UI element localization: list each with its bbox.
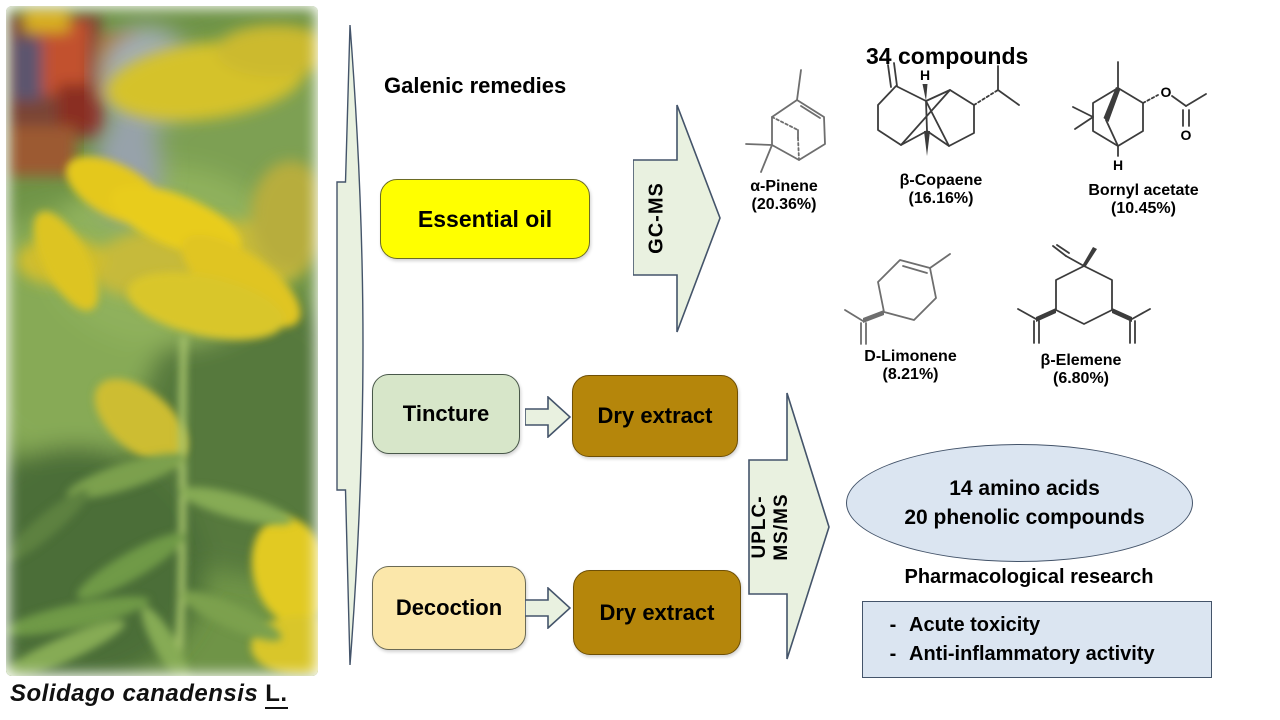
compound-beta-elemene: β-Elemene (6.80%) (1000, 244, 1162, 388)
bullet-acute-toxicity: - Acute toxicity (863, 613, 1211, 638)
galenic-remedies-heading: Galenic remedies (384, 73, 567, 98)
compound-name: Bornyl acetate (1088, 182, 1199, 199)
hydrogen-atom-label: H (920, 67, 930, 83)
oxygen-atom-label: O (1181, 127, 1192, 143)
compound-percent: (8.21%) (882, 366, 939, 383)
compound-name: β-Copaene (899, 172, 983, 189)
bullet-text: Acute toxicity (909, 613, 1041, 636)
species-name: Solidago canadensis (10, 680, 259, 707)
decoction-to-dry-extract-arrow (525, 587, 571, 629)
hydrogen-atom-label: H (1113, 157, 1123, 173)
pharmacological-research-box: - Acute toxicity - Anti-inflammatory act… (862, 601, 1212, 678)
compound-name: α-Pinene (750, 178, 818, 195)
bullet-anti-inflammatory: - Anti-inflammatory activity (863, 642, 1211, 667)
dry-extract-box-decoction: Dry extract (573, 570, 741, 655)
compound-percent: (20.36%) (751, 196, 817, 213)
phenolic-compounds-line: 20 phenolic compounds (904, 506, 1145, 529)
tincture-to-dry-extract-arrow (525, 396, 571, 438)
decoction-box: Decoction (372, 566, 526, 650)
oxygen-atom-label: O (1161, 84, 1172, 100)
pharmacological-research-heading: Pharmacological research (904, 566, 1154, 588)
compound-name: D-Limonene (864, 348, 957, 365)
uplc-results-ellipse: 14 amino acids 20 phenolic compounds (846, 444, 1193, 562)
compounds-count-heading: 34 compounds (866, 43, 1029, 69)
dry-extract-box-tincture: Dry extract (572, 375, 738, 457)
compound-bornyl-acetate: O O H Bornyl acetate (10.45%) (1066, 56, 1221, 218)
compound-percent: (10.45%) (1111, 200, 1176, 217)
gcms-arrow: GC-MS (633, 104, 721, 333)
d-limonene-structure (844, 253, 951, 345)
essential-oil-box: Essential oil (380, 179, 590, 259)
bullet-dash: - (889, 613, 897, 636)
amino-acids-line: 14 amino acids (949, 476, 1100, 500)
uplc-msms-arrow: UPLC- MS/MS (748, 392, 830, 660)
plant-photo (6, 6, 318, 676)
grouping-bracket (336, 24, 364, 666)
compound-name: β-Elemene (1040, 352, 1122, 369)
uplc-label-line2: MS/MS (771, 493, 792, 560)
alpha-pinene-structure (744, 69, 826, 173)
compound-beta-copaene: H β-Copaene (16.16%) (861, 58, 1021, 208)
gcms-label: GC-MS (645, 182, 667, 254)
bornyl-acetate-structure: O O H (1072, 61, 1207, 173)
bullet-dash: - (889, 642, 897, 665)
tincture-box: Tincture (372, 374, 520, 454)
compound-alpha-pinene: α-Pinene (20.36%) (728, 60, 840, 214)
beta-elemene-structure (1017, 244, 1151, 344)
uplc-label-line1: UPLC- (749, 495, 770, 558)
beta-copaene-structure: H (877, 62, 1020, 156)
compound-percent: (16.16%) (908, 190, 974, 207)
bullet-text: Anti-inflammatory activity (909, 642, 1155, 665)
compound-percent: (6.80%) (1052, 370, 1110, 387)
species-authority: L. (265, 680, 288, 709)
compound-d-limonene: D-Limonene (8.21%) (838, 246, 983, 384)
